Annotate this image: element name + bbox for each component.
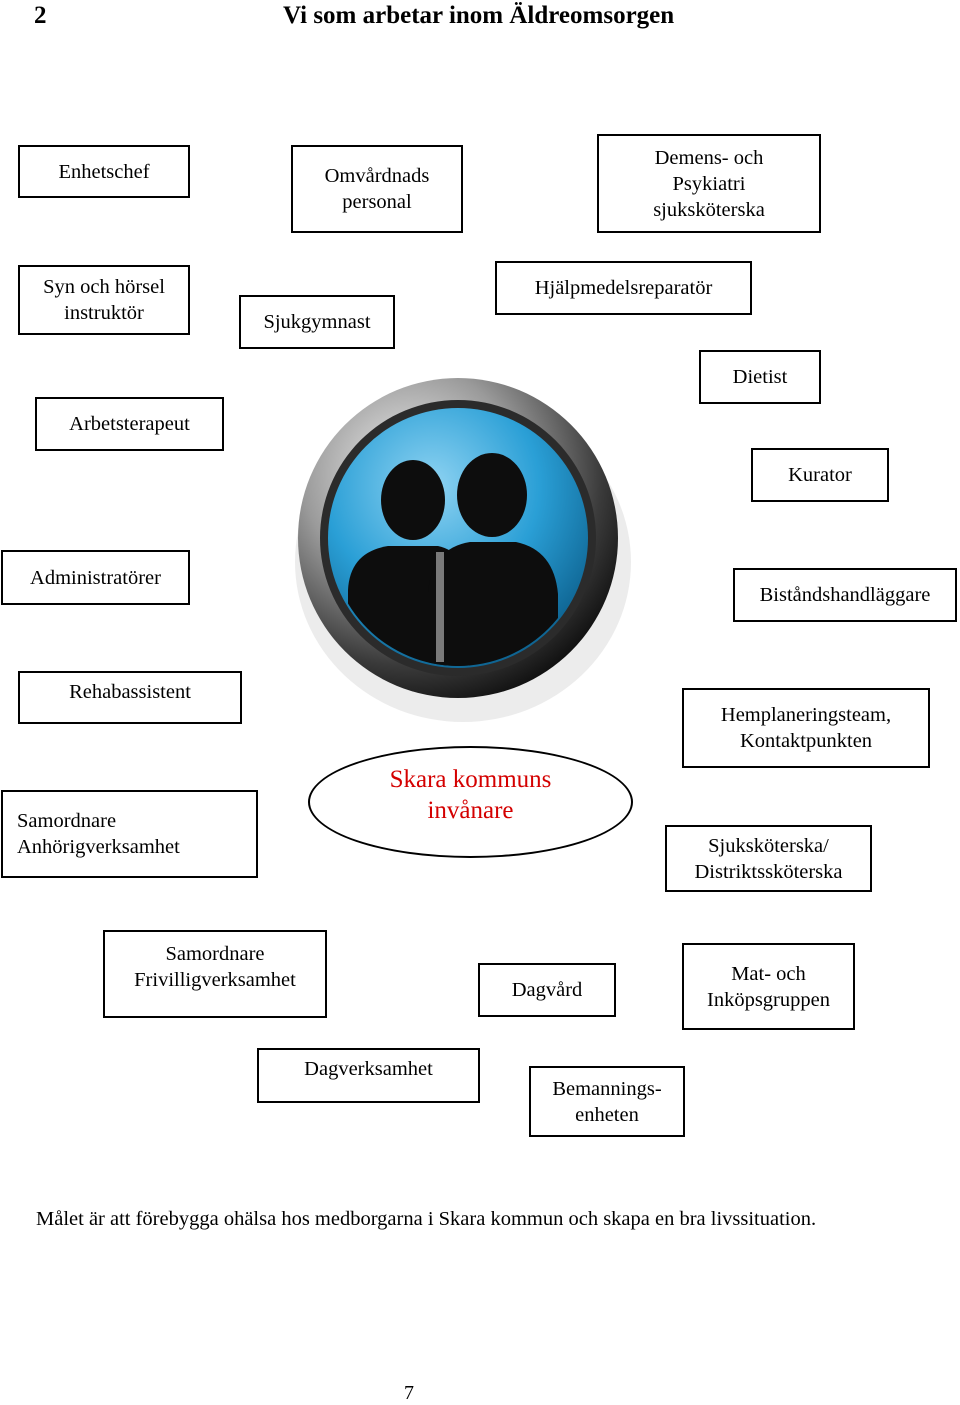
center-label: Skara kommuns invånare — [389, 766, 552, 824]
role-box-rehabassistent: Rehabassistent — [18, 671, 242, 724]
role-box-omvardnadspersonal: Omvårdnads personal — [291, 145, 463, 233]
people-icon — [295, 378, 631, 722]
chapter-number: 2 — [34, 2, 47, 29]
role-box-arbetsterapeut: Arbetsterapeut — [35, 397, 224, 451]
role-box-dagvard: Dagvård — [478, 963, 616, 1017]
role-box-bemanningsenheten: Bemannings- enheten — [529, 1066, 685, 1137]
role-box-enhetschef: Enhetschef — [18, 145, 190, 198]
goal-statement: Målet är att förebygga ohälsa hos medbor… — [36, 1208, 817, 1230]
role-box-bistandshandlaggare: Biståndshandläggare — [733, 568, 957, 622]
role-box-kurator: Kurator — [751, 448, 889, 502]
role-box-dagverksamhet: Dagverksamhet — [257, 1048, 480, 1103]
page-number: 7 — [404, 1382, 414, 1404]
role-box-mat-inkopsgruppen: Mat- och Inköpsgruppen — [682, 943, 855, 1030]
role-box-sjukgymnast: Sjukgymnast — [239, 295, 395, 349]
center-ellipse — [308, 746, 633, 858]
role-box-hjalpmedelsreparator: Hjälpmedelsreparatör — [495, 261, 752, 315]
page-title: Vi som arbetar inom Äldreomsorgen — [283, 2, 675, 29]
role-box-administratorer: Administratörer — [1, 550, 190, 605]
role-box-samordnare-frivillig: Samordnare Frivilligverksamhet — [103, 930, 327, 1018]
role-box-sjukskoterska: Sjuksköterska/ Distriktssköterska — [665, 825, 872, 892]
role-box-hemplaneringsteam: Hemplaneringsteam, Kontaktpunkten — [682, 688, 930, 768]
role-box-dietist: Dietist — [699, 350, 821, 404]
role-box-samordnare-anhorig: Samordnare Anhörigverksamhet — [1, 790, 258, 878]
role-box-demens-sjukskoterska: Demens- och Psykiatri sjuksköterska — [597, 134, 821, 233]
role-box-syn-horsel: Syn och hörsel instruktör — [18, 265, 190, 335]
